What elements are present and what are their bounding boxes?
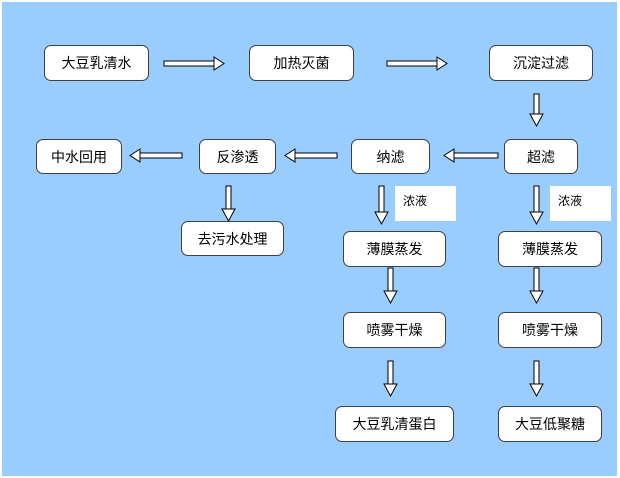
arrow-nano-to-evap1 bbox=[374, 185, 389, 226]
node-heat-sterilize: 加热灭菌 bbox=[249, 45, 354, 81]
arrow-ultra-to-nano bbox=[443, 148, 499, 163]
arrow-heat-to-settle bbox=[386, 56, 448, 71]
node-film-evaporation-1: 薄膜蒸发 bbox=[343, 231, 446, 267]
node-wastewater-treatment: 去污水处理 bbox=[181, 221, 284, 256]
arrow-settle-to-ultra bbox=[529, 93, 544, 128]
arrow-spray1-to-protein bbox=[383, 360, 398, 398]
node-soy-oligosaccharide: 大豆低聚糖 bbox=[498, 406, 602, 442]
arrow-evap1-to-spray1 bbox=[383, 267, 398, 305]
arrow-nano-to-ro bbox=[284, 148, 338, 163]
arrow-ultra-to-evap2 bbox=[529, 185, 544, 226]
node-reclaimed-water: 中水回用 bbox=[36, 139, 122, 174]
node-spray-drying-1: 喷雾干燥 bbox=[343, 312, 446, 348]
arrow-evap2-to-spray2 bbox=[529, 267, 544, 305]
node-settle-filter: 沉淀过滤 bbox=[489, 45, 593, 81]
node-spray-drying-2: 喷雾干燥 bbox=[498, 312, 602, 348]
node-film-evaporation-2: 薄膜蒸发 bbox=[498, 231, 602, 267]
arrow-whey-to-heat bbox=[163, 56, 225, 71]
arrow-ro-to-wastewater bbox=[221, 185, 236, 223]
node-reverse-osmosis: 反渗透 bbox=[199, 139, 276, 174]
node-soy-whey-protein: 大豆乳清蛋白 bbox=[335, 406, 454, 442]
label-concentrate-1: 浓液 bbox=[395, 186, 456, 221]
label-concentrate-2: 浓液 bbox=[550, 186, 611, 221]
arrow-ro-to-reclaimed bbox=[129, 148, 183, 163]
arrow-spray2-to-oligo bbox=[529, 360, 544, 398]
node-soy-whey-water: 大豆乳清水 bbox=[44, 45, 149, 81]
node-nanofiltration: 纳滤 bbox=[351, 139, 430, 174]
node-ultrafiltration: 超滤 bbox=[504, 139, 578, 174]
